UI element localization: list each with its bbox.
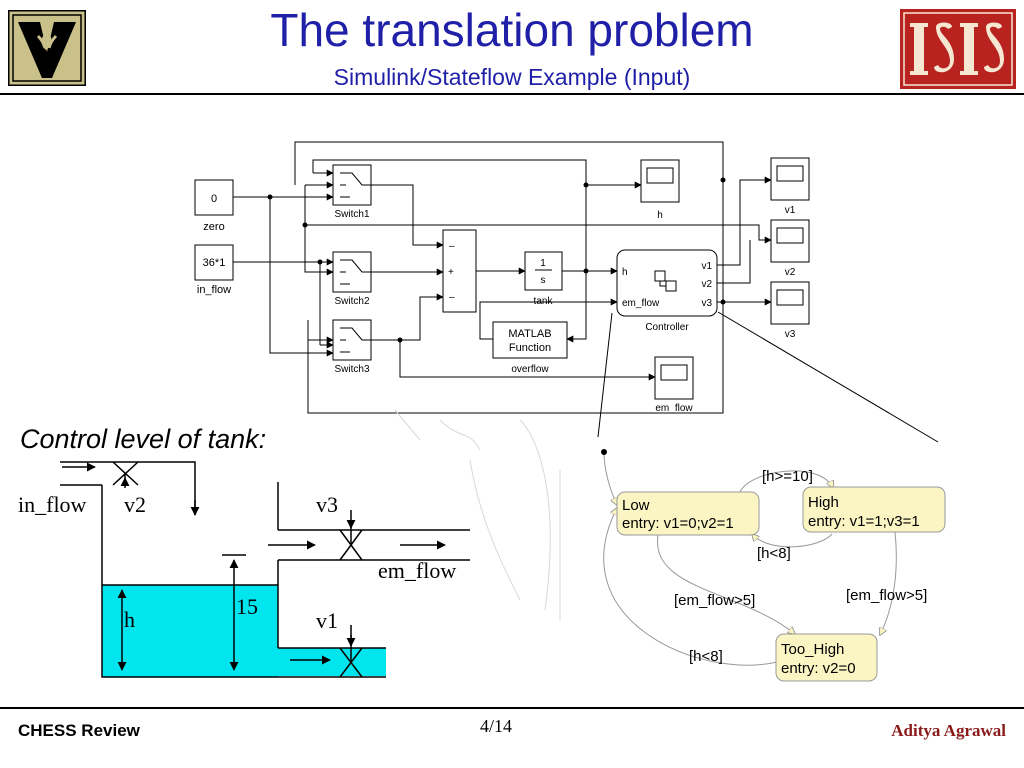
slide-title: The translation problem — [270, 4, 754, 56]
inflow-label: in_flow — [197, 284, 231, 296]
scope-emflow-label: em_flow — [655, 403, 693, 414]
overflow-label: overflow — [511, 364, 549, 375]
isis-logo — [900, 9, 1016, 89]
sum-sign-mid: + — [448, 267, 454, 278]
matlab-line2: Function — [509, 342, 551, 354]
switch1-label: Switch1 — [334, 209, 369, 220]
tank-h-label: h — [124, 607, 135, 632]
scope-v1-label: v1 — [785, 205, 796, 216]
state-low: Low entry: v1=0;v2=1 — [616, 491, 760, 536]
page-number: 4/14 — [480, 716, 513, 736]
state-high-name: High — [808, 494, 839, 511]
transition-emflow-high: [em_flow>5] — [846, 587, 927, 604]
matlab-line1: MATLAB — [508, 328, 551, 340]
footer-author: Aditya Agrawal — [891, 721, 1006, 740]
state-toohigh-entry: entry: v2=0 — [781, 660, 856, 677]
zero-label: zero — [203, 221, 224, 233]
tank-inflow-label: in_flow — [18, 492, 87, 517]
tank-label: tank — [534, 296, 554, 307]
sum-sign-top: – — [449, 241, 455, 252]
water-level — [102, 585, 278, 677]
switch3-label: Switch3 — [334, 364, 369, 375]
scope-v2-label: v2 — [785, 267, 796, 278]
scope-v3-label: v3 — [785, 329, 796, 340]
controller-out-v3: v3 — [701, 298, 712, 309]
stateflow-diagram: Low entry: v1=0;v2=1 High entry: v1=1;v3… — [601, 449, 946, 682]
transition-h-lt-8-b: [h<8] — [689, 648, 723, 665]
state-low-entry: entry: v1=0;v2=1 — [622, 515, 734, 532]
inflow-value: 36*1 — [203, 257, 226, 269]
controller-in-emflow: em_flow — [622, 298, 660, 309]
controller-out-v2: v2 — [701, 279, 712, 290]
background-watermark — [394, 409, 561, 620]
footer-left: CHESS Review — [18, 721, 140, 740]
state-low-name: Low — [622, 497, 650, 514]
sum-sign-bot: – — [449, 292, 455, 303]
zero-value: 0 — [211, 193, 217, 205]
controller-label: Controller — [645, 322, 689, 333]
integrator-num: 1 — [540, 258, 546, 269]
tank-emflow-label: em_flow — [378, 558, 456, 583]
tank-v1-label: v1 — [316, 608, 338, 633]
tank-diagram: in_flow v2 v3 em_flow h 15 v1 — [18, 461, 470, 678]
transition-emflow-low: [em_flow>5] — [674, 592, 755, 609]
header-rule — [0, 93, 1024, 95]
tank-caption: Control level of tank: — [20, 424, 267, 454]
slide-subtitle: Simulink/Stateflow Example (Input) — [333, 64, 691, 90]
footer-rule — [0, 707, 1024, 709]
transition-h-ge-10: [h>=10] — [762, 468, 813, 485]
state-too-high: Too_High entry: v2=0 — [775, 633, 878, 682]
transition-h-lt-8-a: [h<8] — [757, 545, 791, 562]
state-high-entry: entry: v1=1;v3=1 — [808, 513, 920, 530]
vanderbilt-logo — [8, 10, 86, 86]
tank-v2-label: v2 — [124, 492, 146, 517]
callout-lines — [394, 311, 939, 620]
state-high: High entry: v1=1;v3=1 — [802, 486, 946, 533]
integrator-den: s — [541, 275, 546, 286]
tank-v3-label: v3 — [316, 492, 338, 517]
simulink-diagram: 0 zero 36*1 in_flow Switch1 Switch2 Swit… — [194, 141, 810, 414]
controller-out-v1: v1 — [701, 261, 712, 272]
switch2-label: Switch2 — [334, 296, 369, 307]
tank-level-label: 15 — [236, 594, 258, 619]
scope-h — [640, 159, 680, 203]
state-toohigh-name: Too_High — [781, 641, 844, 658]
scope-h-label: h — [657, 210, 663, 221]
controller-in-h: h — [622, 267, 628, 278]
